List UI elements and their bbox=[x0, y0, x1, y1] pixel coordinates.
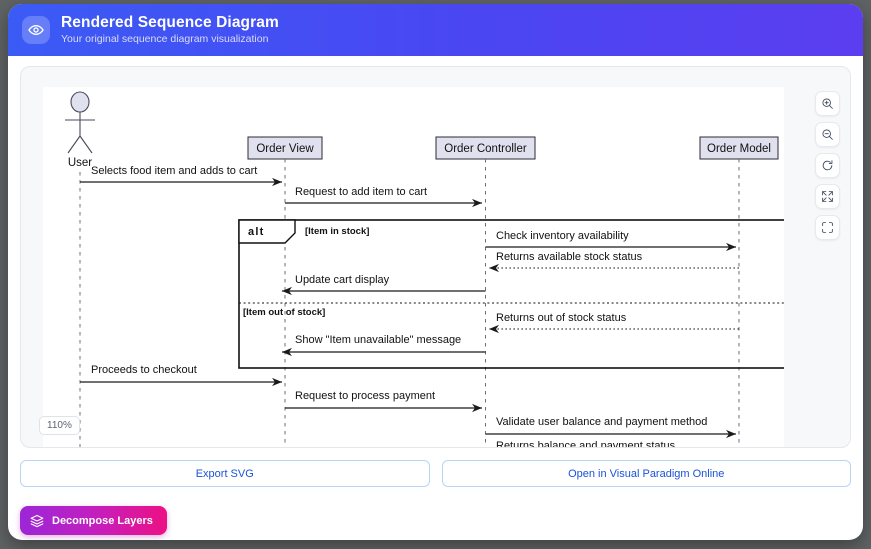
export-svg-button[interactable]: Export SVG bbox=[20, 460, 430, 487]
zoom-in-icon[interactable] bbox=[815, 91, 840, 116]
open-in-visual-paradigm-online-button[interactable]: Open in Visual Paradigm Online bbox=[441, 460, 851, 487]
sequence-diagram-svg: User Order View Order Controller Order M… bbox=[65, 91, 784, 448]
decompose-layers-label: Decompose Layers bbox=[52, 514, 153, 527]
zoom-out-icon[interactable] bbox=[815, 122, 840, 147]
decompose-layers-button[interactable]: Decompose Layers bbox=[20, 506, 167, 535]
svg-text:Order Controller: Order Controller bbox=[444, 143, 527, 155]
svg-text:Returns out of stock status: Returns out of stock status bbox=[496, 312, 627, 324]
zoom-level-badge: 110% bbox=[39, 416, 80, 435]
svg-text:Request to add item to cart: Request to add item to cart bbox=[295, 186, 427, 198]
reset-icon[interactable] bbox=[815, 153, 840, 178]
svg-text:[Item in stock]: [Item in stock] bbox=[305, 226, 369, 237]
header-text: Rendered Sequence Diagram Your original … bbox=[61, 14, 279, 45]
svg-text:Order View: Order View bbox=[256, 143, 314, 155]
svg-text:[Item out of stock]: [Item out of stock] bbox=[243, 307, 325, 318]
svg-text:Proceeds to checkout: Proceeds to checkout bbox=[91, 364, 197, 376]
panel-header: Rendered Sequence Diagram Your original … bbox=[8, 4, 863, 56]
page-subtitle: Your original sequence diagram visualiza… bbox=[61, 32, 269, 45]
svg-text:Returns available stock status: Returns available stock status bbox=[496, 251, 643, 263]
svg-text:Selects food item and adds to: Selects food item and adds to cart bbox=[91, 165, 257, 177]
svg-text:Order Model: Order Model bbox=[707, 143, 771, 155]
fit-screen-icon[interactable] bbox=[815, 184, 840, 209]
svg-text:Request to process payment: Request to process payment bbox=[295, 390, 435, 402]
diagram-canvas[interactable]: User Order View Order Controller Order M… bbox=[43, 87, 784, 448]
eye-icon bbox=[22, 16, 50, 44]
app-window: Rendered Sequence Diagram Your original … bbox=[8, 4, 863, 540]
svg-text:Update cart display: Update cart display bbox=[295, 274, 390, 286]
svg-text:Check inventory availability: Check inventory availability bbox=[496, 230, 629, 242]
page-title: Rendered Sequence Diagram bbox=[61, 14, 279, 32]
svg-text:Returns balance and payment st: Returns balance and payment status bbox=[496, 440, 676, 448]
svg-text:alt: alt bbox=[248, 226, 264, 238]
svg-text:Show "Item unavailable" messag: Show "Item unavailable" message bbox=[295, 334, 461, 346]
svg-text:Validate user balance and paym: Validate user balance and payment method bbox=[496, 416, 707, 428]
layers-icon bbox=[29, 513, 44, 528]
diagram-viewer[interactable]: User Order View Order Controller Order M… bbox=[20, 66, 851, 448]
action-buttons: Export SVG Open in Visual Paradigm Onlin… bbox=[20, 460, 851, 487]
viewer-controls bbox=[815, 91, 840, 240]
svg-text:User: User bbox=[68, 157, 92, 169]
fullscreen-icon[interactable] bbox=[815, 215, 840, 240]
